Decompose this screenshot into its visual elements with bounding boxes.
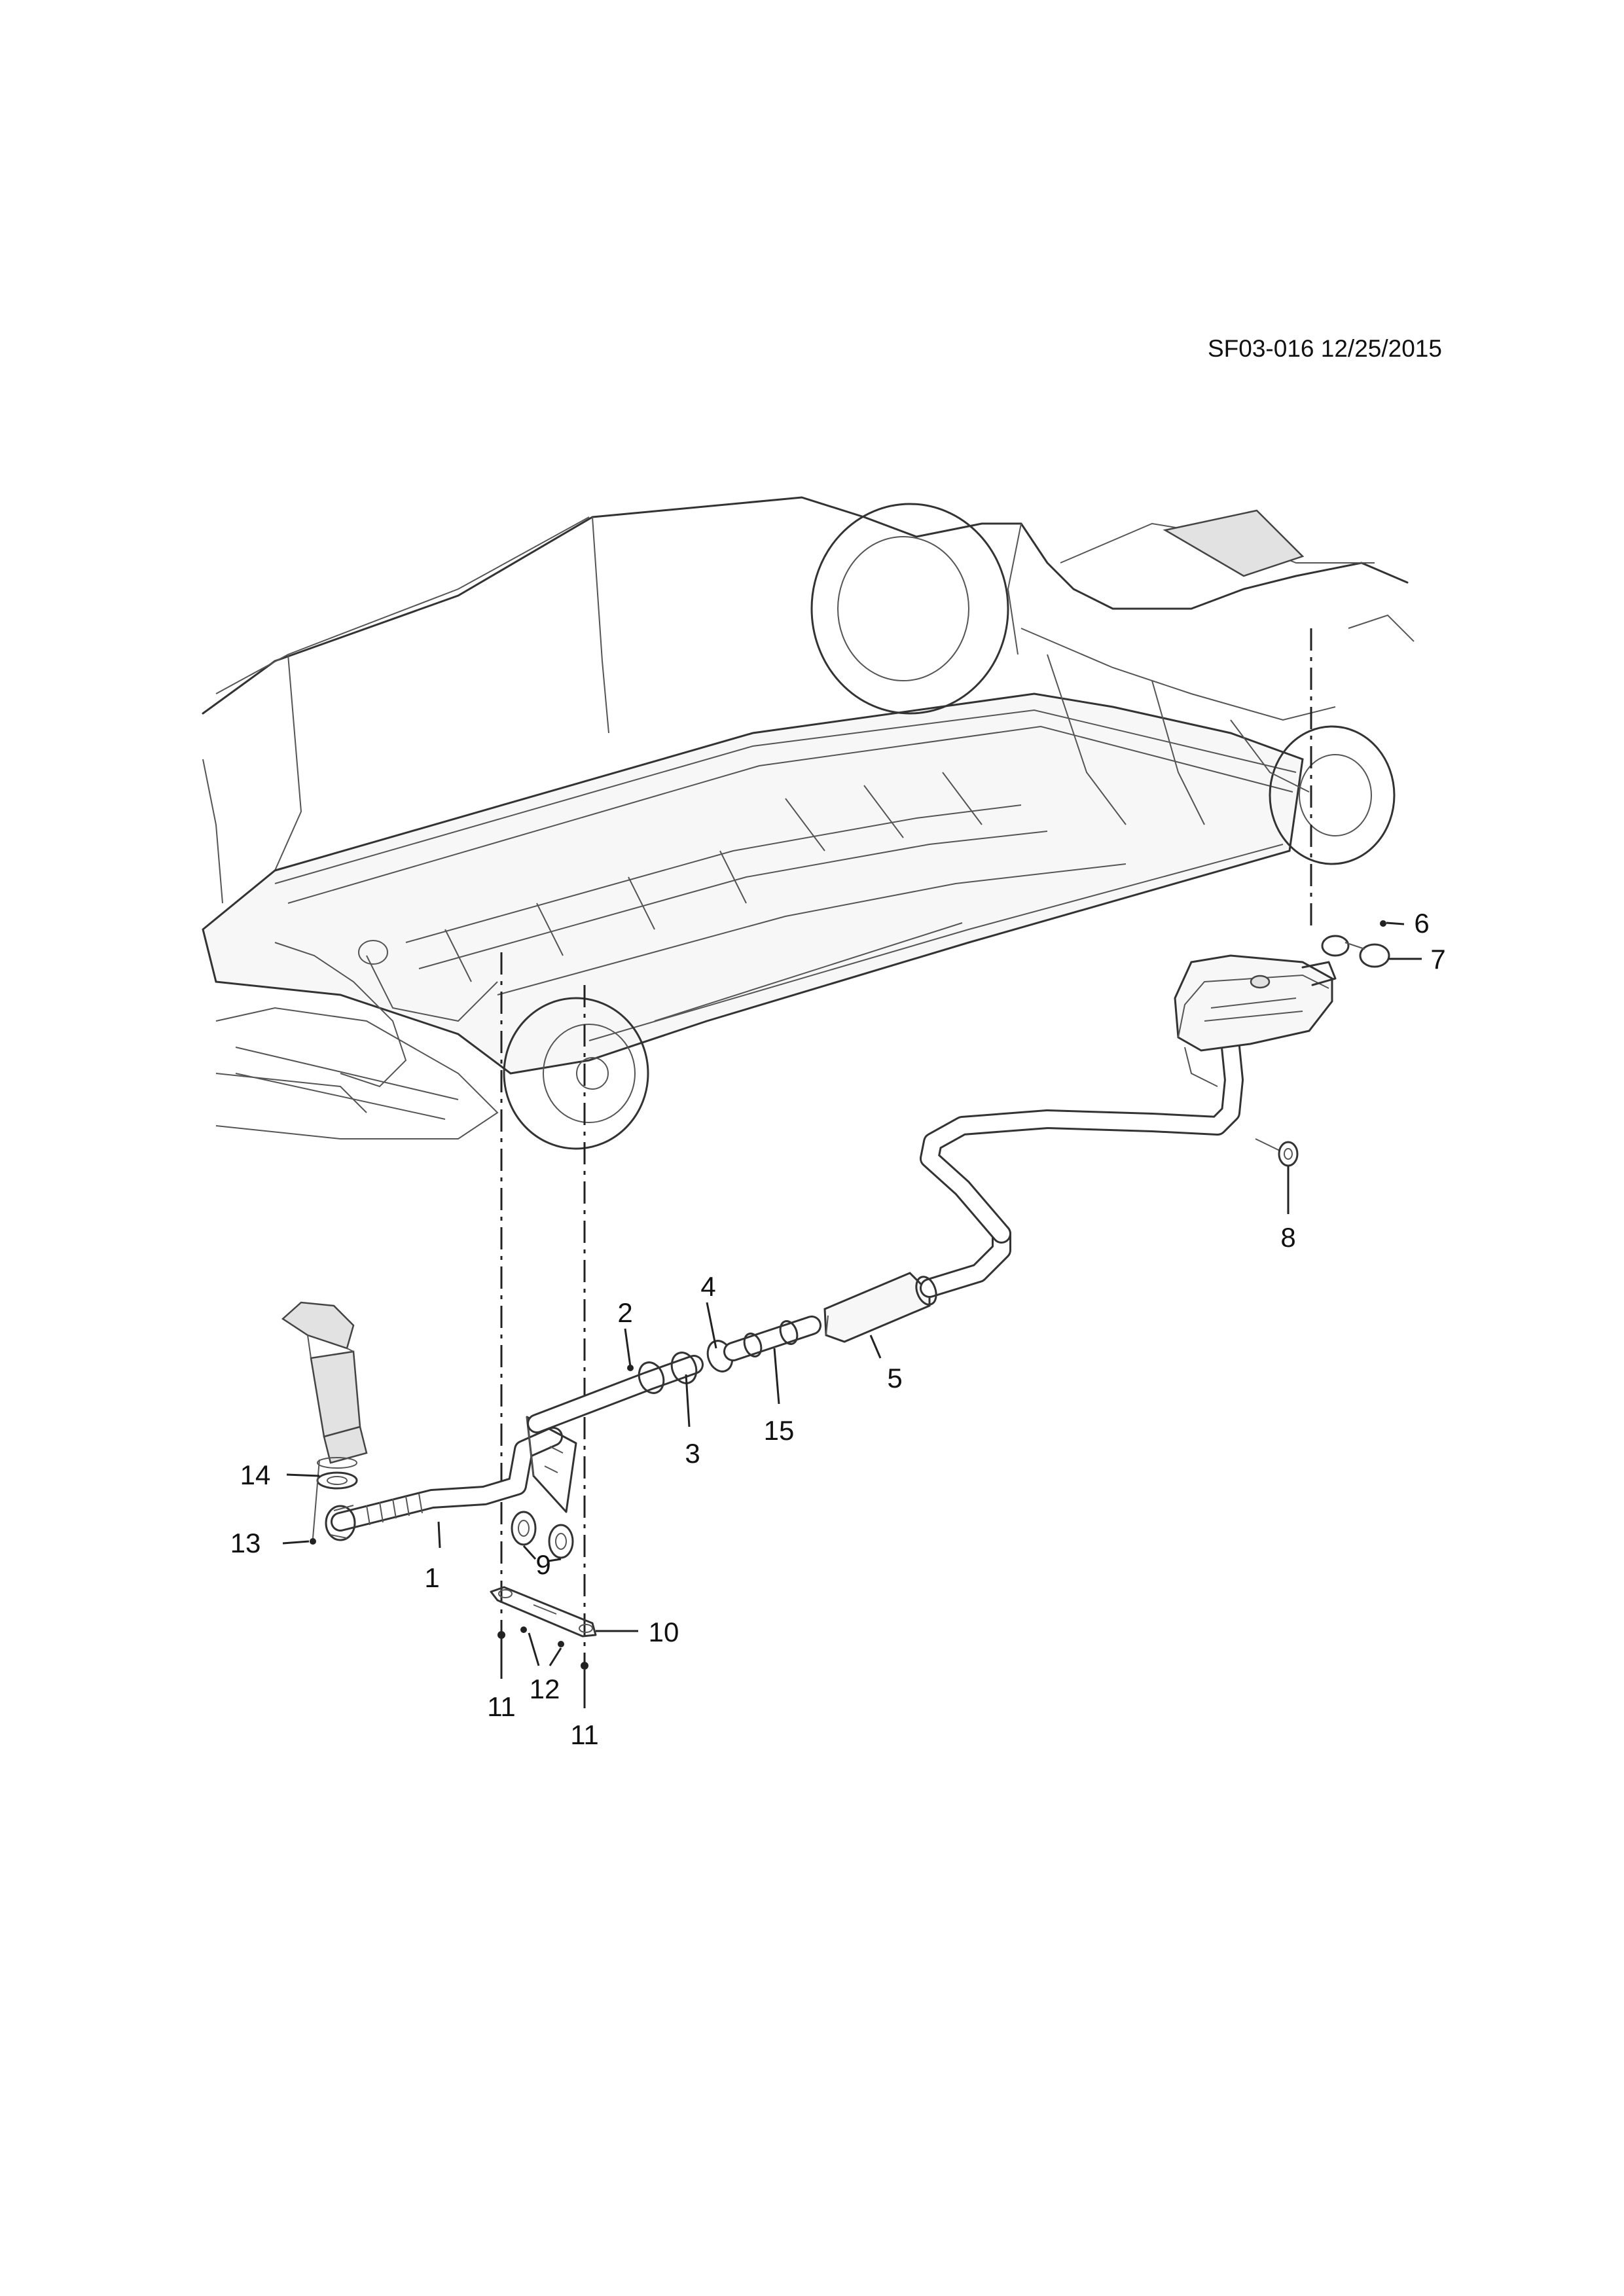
callout-14: 14 — [240, 1460, 271, 1490]
document-reference: SF03-016 12/25/2015 — [1208, 335, 1442, 362]
rear-insulator — [1255, 1138, 1299, 1167]
vehicle-underbody — [202, 496, 1415, 1150]
callout-9: 9 — [535, 1549, 550, 1580]
callout-7: 7 — [1430, 944, 1445, 975]
callout-12: 12 — [530, 1674, 560, 1704]
centre-muffler — [823, 1224, 1011, 1343]
hanger-insulators — [511, 1511, 574, 1559]
callout-6: 6 — [1414, 908, 1429, 939]
callout-leaders — [282, 922, 1422, 1708]
callout-10: 10 — [649, 1617, 679, 1647]
callout-15: 15 — [764, 1415, 795, 1446]
callout-3: 3 — [685, 1438, 700, 1469]
rear-muffler — [1174, 954, 1337, 1087]
callout-2: 2 — [617, 1297, 632, 1328]
pipe-section-15 — [723, 1316, 821, 1361]
rear-pipe — [920, 1037, 1244, 1244]
alignment-lines — [500, 628, 1312, 1666]
callout-13: 13 — [230, 1528, 261, 1558]
reinforcement-plate — [490, 1586, 597, 1638]
callout-5: 5 — [887, 1363, 902, 1393]
callout-11b: 11 — [570, 1719, 599, 1750]
front-exhaust-pipe — [325, 1427, 563, 1541]
intermediate-pipe — [527, 1355, 704, 1433]
gasket-and-nut — [310, 1459, 358, 1545]
callout-11a: 11 — [487, 1691, 516, 1722]
callout-8: 8 — [1280, 1222, 1295, 1253]
callout-1: 1 — [424, 1562, 439, 1593]
mounting-bolts — [497, 1626, 588, 1670]
rear-hanger — [1321, 920, 1390, 968]
catalytic-converter — [281, 1301, 368, 1469]
callout-labels: 1 2 3 4 5 6 7 8 9 10 11 11 12 13 14 15 — [230, 908, 1446, 1750]
callout-4: 4 — [700, 1271, 715, 1302]
